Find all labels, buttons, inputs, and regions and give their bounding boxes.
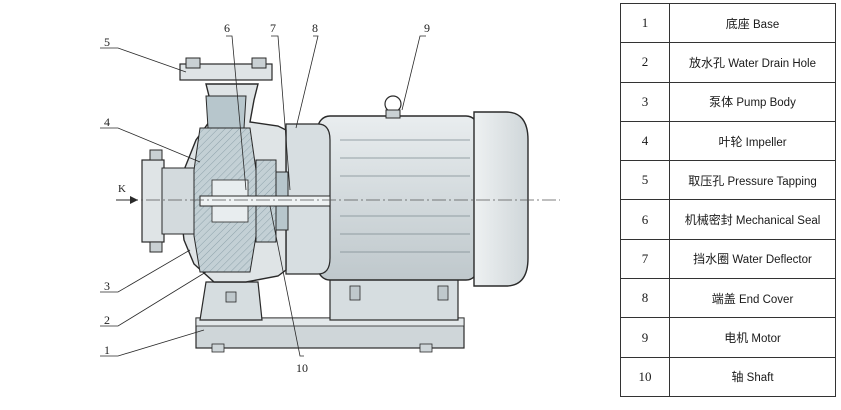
- legend-label: 电机 Motor: [669, 317, 836, 358]
- legend-label-en: Base: [753, 18, 780, 31]
- callout-7: 7: [270, 21, 276, 35]
- legend-label: 端盖 End Cover: [669, 278, 836, 319]
- legend-row: 1 底座 Base: [620, 2, 836, 44]
- legend-row: 2 放水孔 Water Drain Hole: [620, 42, 836, 83]
- legend-label: 叶轮 Impeller: [669, 120, 836, 162]
- legend-label: 放水孔 Water Drain Hole: [669, 42, 836, 83]
- legend-label-zh: 挡水圈: [693, 252, 730, 267]
- legend-label-zh: 放水孔: [689, 55, 726, 70]
- legend-label: 机械密封 Mechanical Seal: [669, 199, 836, 240]
- legend-label: 底座 Base: [669, 2, 836, 44]
- pump-cross-section-drawing: K 1 2 3 4 5 6 7 8 9 10: [100, 21, 560, 375]
- legend-label-en: Impeller: [745, 136, 787, 149]
- legend-label: 轴 Shaft: [669, 356, 836, 398]
- pump-foot: [199, 281, 263, 321]
- legend-row: 10 轴 Shaft: [620, 356, 836, 398]
- legend-label-zh: 叶轮: [718, 134, 743, 149]
- legend-row: 4 叶轮 Impeller: [620, 120, 836, 162]
- legend-number: 10: [620, 356, 670, 398]
- legend-label-en: Pump Body: [736, 97, 796, 110]
- legend-number: 2: [620, 42, 670, 83]
- legend-row: 7 挡水圈 Water Deflector: [620, 238, 836, 280]
- shaft: [199, 195, 331, 207]
- callout-4: 4: [104, 115, 110, 129]
- legend-number: 6: [620, 199, 670, 240]
- legend-label-en: End Cover: [738, 293, 794, 306]
- legend-label-zh: 电机: [724, 331, 749, 346]
- callout-5: 5: [104, 35, 110, 49]
- legend-number: 3: [620, 81, 670, 122]
- callout-10: 10: [296, 361, 308, 375]
- legend-label-en: Mechanical Seal: [735, 215, 821, 228]
- callout-9: 9: [424, 21, 430, 35]
- legend-row: 6 机械密封 Mechanical Seal: [620, 199, 836, 240]
- legend-number: 4: [620, 120, 670, 162]
- legend-row: 3 泵体 Pump Body: [620, 81, 836, 122]
- legend-label-en: Shaft: [746, 372, 774, 385]
- callout-6: 6: [224, 21, 230, 35]
- motor-fan-cover: [473, 111, 529, 287]
- legend-label-zh: 底座: [725, 16, 750, 31]
- motor-body: [317, 95, 479, 281]
- callout-3: 3: [104, 279, 110, 293]
- legend-row: 5 取压孔 Pressure Tapping: [620, 160, 836, 201]
- legend-label-en: Water Drain Hole: [728, 57, 816, 70]
- legend-label: 取压孔 Pressure Tapping: [669, 160, 836, 201]
- flow-label: K: [118, 183, 126, 195]
- legend-number: 5: [620, 160, 670, 201]
- legend-label-zh: 泵体: [709, 95, 734, 110]
- legend-number: 8: [620, 278, 670, 319]
- legend-label-zh: 轴: [731, 370, 744, 385]
- callout-8: 8: [312, 21, 318, 35]
- legend-label: 泵体 Pump Body: [669, 81, 836, 122]
- legend-label-zh: 机械密封: [684, 213, 733, 228]
- legend-label-en: Motor: [751, 333, 781, 346]
- legend-number: 1: [620, 2, 670, 44]
- legend-row: 8 端盖 End Cover: [620, 278, 836, 319]
- callout-2: 2: [104, 313, 110, 327]
- legend-label-zh: 取压孔: [688, 173, 725, 188]
- legend-number: 9: [620, 317, 670, 358]
- legend-number: 7: [620, 238, 670, 280]
- legend-label: 挡水圈 Water Deflector: [669, 238, 836, 280]
- flow-direction-arrow: [116, 196, 138, 204]
- legend-label-en: Pressure Tapping: [727, 175, 817, 188]
- parts-legend-table: 1 底座 Base 2 放水孔 Water Drain Hole 3 泵体 Pu…: [620, 2, 836, 398]
- leader-lines: [100, 35, 426, 357]
- legend-label-en: Water Deflector: [732, 254, 812, 267]
- legend-row: 9 电机 Motor: [620, 317, 836, 358]
- base-plate: [195, 317, 465, 353]
- callout-1: 1: [104, 343, 110, 357]
- legend-label-zh: 端盖: [711, 291, 736, 306]
